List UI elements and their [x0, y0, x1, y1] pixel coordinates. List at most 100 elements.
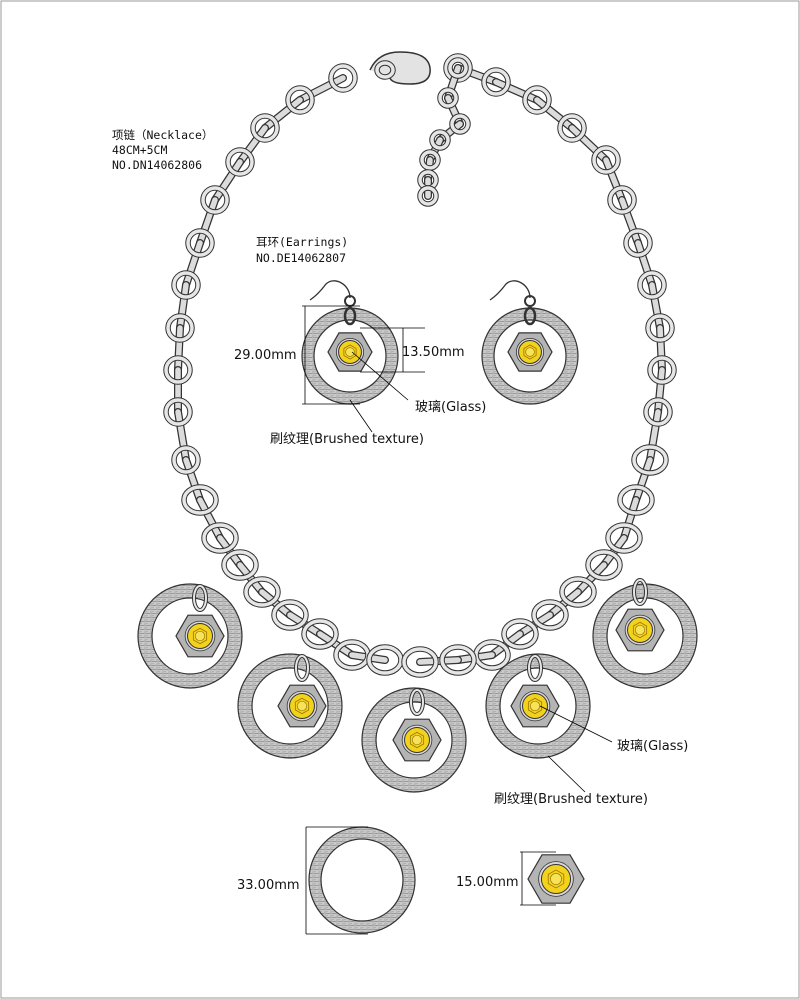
ring-inner-edge: [320, 838, 404, 922]
chain-link-fill: [474, 640, 510, 670]
chain-connector-fill: [534, 97, 575, 131]
ear-wire: [309, 280, 351, 301]
chain-connector-fill: [493, 79, 540, 103]
necklace-chain: [163, 51, 677, 678]
chain-link-fill: [201, 186, 229, 214]
necklace-number: NO.DN14062806: [112, 158, 202, 172]
stone-table: [411, 734, 423, 746]
chain-link-fill: [272, 600, 308, 630]
chain-connector-fill: [575, 562, 607, 595]
chain-link-fill: [482, 68, 510, 96]
stone-table: [529, 700, 541, 712]
stone-facet: [527, 697, 543, 715]
chain-connector-fill: [197, 497, 223, 541]
chain-link-fill: [648, 356, 676, 384]
chain-link-fill: [440, 645, 476, 675]
necklace-length: 48CM+5CM: [112, 143, 167, 157]
chain-connector-fill: [212, 159, 243, 203]
earrings-title: 耳环(Earrings): [256, 235, 348, 249]
brushed-ring: [138, 584, 242, 688]
chain-link-fill: [186, 229, 214, 257]
jump-ring-fill: [295, 655, 309, 681]
chain-connector-fill: [175, 409, 189, 463]
chain-connector-fill: [437, 121, 463, 143]
chain-connector-fill: [621, 497, 639, 541]
earring-brushed-leader: [349, 399, 373, 433]
brushed-ring: [238, 654, 342, 758]
chain-connector-fill: [183, 457, 203, 503]
chain-connector-fill: [197, 197, 218, 246]
ring-inner-edge: [313, 319, 387, 393]
earring-hex-label: 13.50mm: [402, 345, 465, 360]
chain-connector-fill: [177, 282, 189, 331]
necklace-title: 项链（Necklace）: [112, 128, 213, 142]
necklace-pendants: [137, 578, 698, 793]
chain-link-fill: [172, 271, 200, 299]
jump-ring-fill: [528, 655, 542, 681]
stone-facet: [343, 344, 357, 360]
chain-link-fill: [618, 485, 654, 515]
chain-link-fill: [632, 445, 668, 475]
stone-table: [550, 873, 562, 885]
ring-inner-edge: [251, 667, 329, 745]
chain-connector-fill: [633, 457, 653, 503]
ear-wire: [489, 280, 531, 301]
chain-connector-fill: [603, 157, 625, 203]
glass-leader-line: [539, 705, 613, 743]
chain-connector-fill: [183, 240, 203, 288]
chain-link-fill: [592, 146, 620, 174]
chain-link-fill: [244, 577, 280, 607]
earring-brushed-label: 刷纹理(Brushed texture): [270, 432, 424, 447]
chain-link-fill: [532, 600, 568, 630]
chain-link-fill: [222, 550, 258, 580]
ring-outer-edge: [361, 687, 467, 793]
chain-link-fill: [172, 446, 200, 474]
jump-ring-fill: [633, 579, 647, 605]
stone-facet: [409, 731, 425, 749]
ear-jump-ring: [523, 306, 537, 326]
chain-link-fill: [450, 114, 470, 134]
chain-link-fill: [586, 550, 622, 580]
chain-link-fill: [182, 485, 218, 515]
chain-connector-fill: [262, 97, 303, 131]
ring-outer-edge: [137, 583, 243, 689]
chain-link-fill: [608, 186, 636, 214]
chain-link-fill: [560, 577, 596, 607]
brushed-ring: [482, 308, 578, 404]
chain-link-fill: [202, 523, 238, 553]
brushed-leader-line: [547, 755, 586, 793]
chain-link-fill: [402, 647, 438, 677]
chain-connector-fill: [175, 325, 183, 373]
earring-glass-leader: [351, 351, 409, 401]
stone-table: [194, 630, 206, 642]
necklace-glass-label: 玻璃(Glass): [617, 739, 688, 754]
brushed-ring: [302, 308, 398, 404]
ring-outer-edge: [308, 826, 416, 934]
stone-table: [634, 624, 646, 636]
chain-link-fill: [558, 114, 586, 142]
ear-jump-ring: [343, 306, 357, 326]
chain-connector-fill: [655, 367, 665, 415]
chain-link-fill: [523, 86, 551, 114]
chain-connector-fill: [317, 631, 355, 658]
jump-ring-fill: [410, 689, 424, 715]
stone-facet: [192, 627, 208, 645]
chain-link-fill: [438, 88, 458, 108]
chain-link-fill: [329, 64, 357, 92]
chain-connector-fill: [259, 589, 293, 618]
hex-width-label: 15.00mm: [456, 875, 519, 890]
jump-ring-fill: [193, 585, 207, 611]
chain-connector-fill: [647, 409, 661, 463]
chain-link-fill: [646, 314, 674, 342]
chain-link-fill: [502, 619, 538, 649]
chain-link-fill: [606, 523, 642, 553]
chain-connector-fill: [547, 589, 581, 618]
chain-connector-fill: [635, 240, 655, 288]
chain-link-fill: [251, 114, 279, 142]
chain-link-fill: [418, 186, 438, 206]
earrings-group: [301, 280, 579, 433]
stone-table: [296, 700, 308, 712]
earring-glass-label: 玻璃(Glass): [415, 400, 486, 415]
chain-connector-fill: [619, 197, 641, 246]
